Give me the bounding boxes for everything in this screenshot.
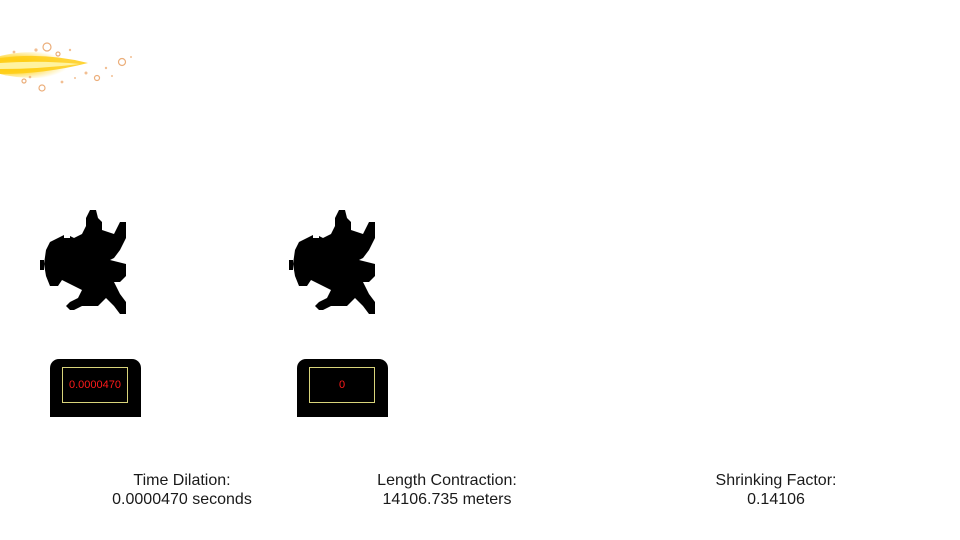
time-dilation-value: 0.0000470 seconds [112, 491, 252, 508]
time-dilation-label: Time Dilation: [133, 472, 231, 489]
shrinking-factor-readout: Shrinking Factor: 0.14106 [656, 471, 896, 509]
clock-stationary: 0.0000470 [50, 359, 141, 417]
shrinking-factor-label: Shrinking Factor: [715, 472, 837, 489]
clock-moving: 0 [297, 359, 388, 417]
running-figure-icon [40, 210, 126, 314]
length-contraction-label: Length Contraction: [377, 472, 517, 489]
clock-display: 0 [309, 367, 375, 403]
time-dilation-readout: Time Dilation: 0.0000470 seconds [62, 471, 302, 509]
shrinking-factor-value: 0.14106 [747, 491, 805, 508]
clock-display: 0.0000470 [62, 367, 128, 403]
length-contraction-readout: Length Contraction: 14106.735 meters [327, 471, 567, 509]
length-contraction-value: 14106.735 meters [382, 491, 512, 508]
running-figure-icon [289, 210, 375, 314]
light-flare-icon [0, 42, 132, 92]
